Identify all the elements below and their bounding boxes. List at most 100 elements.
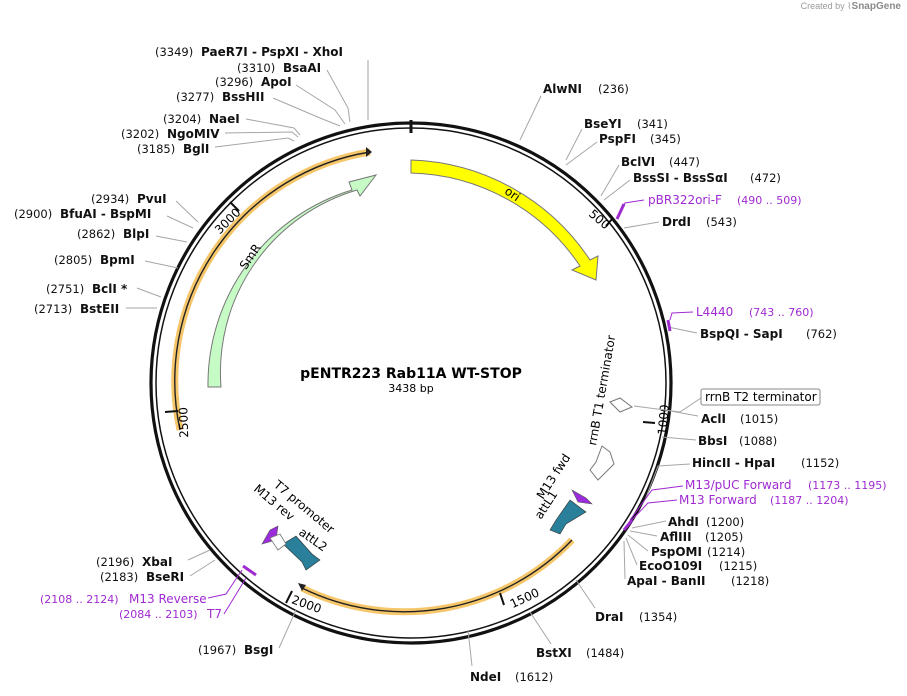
svg-text:(3204): (3204) [163, 112, 201, 126]
svg-text:(1214): (1214) [707, 545, 745, 559]
svg-text:(2900): (2900) [14, 207, 52, 221]
site-left-paer7i[interactable]: (3349) PaeR7I - PspXI - XhoI [155, 45, 369, 120]
site-left-bfuai[interactable]: (2900) BfuAI - BspMI [14, 207, 194, 229]
svg-text:(3277): (3277) [176, 90, 214, 104]
site-right-drai[interactable]: DraI (1354) [575, 579, 677, 624]
svg-text:500: 500 [586, 207, 613, 232]
site-right-aflii[interactable]: AflIII (1205) [629, 530, 743, 544]
svg-text:(236): (236) [598, 82, 629, 96]
attl2-arrow [282, 535, 321, 571]
primer-m13-reverse[interactable]: (2108 .. 2124) M13 Reverse [40, 564, 257, 606]
primer-t7[interactable]: (2084 .. 2103) T7 [119, 577, 247, 621]
svg-text:(2934): (2934) [91, 192, 129, 206]
svg-text:AflIII: AflIII [660, 530, 692, 544]
site-right-bsssi[interactable]: BssSI - BssSαI (472) [603, 171, 781, 201]
site-right-bbsi[interactable]: BbsI (1088) [661, 434, 777, 448]
site-left-bgli[interactable]: (3185) BglI [137, 137, 295, 156]
svg-text:M13 Forward: M13 Forward [679, 493, 757, 507]
rrnb-t1-terminator-arrow [589, 445, 615, 481]
site-right-bspqi[interactable]: BspQI - SapI (762) [667, 326, 837, 341]
primer-pbr322ori-f[interactable]: pBR322ori-F (490 .. 509) [615, 193, 802, 220]
site-left-bsshii[interactable]: (3277) BssHII [176, 90, 341, 127]
site-left-bsteii[interactable]: (2713) BstEII [34, 302, 157, 316]
svg-text:(1173 .. 1195): (1173 .. 1195) [808, 479, 887, 492]
credit-brand: SnapGene [851, 1, 901, 12]
site-left-apoi[interactable]: (3296) ApoI [215, 75, 346, 125]
site-left-ngomiv[interactable]: (3202) NgoMIV [121, 127, 299, 141]
svg-text:(1215): (1215) [719, 559, 757, 573]
map-title: pENTR223 Rab11A WT-STOP [300, 366, 522, 382]
svg-text:ApoI: ApoI [261, 75, 292, 89]
site-left-bpmi[interactable]: (2805) BpmI [54, 253, 179, 269]
attl1-arrow [549, 499, 587, 535]
primer-m13-forward[interactable]: M13 Forward (1187 .. 1204) [622, 493, 849, 531]
site-right-acli[interactable]: AclI (1015) [664, 409, 778, 426]
site-right-ndei[interactable]: NdeI (1612) [467, 629, 553, 684]
site-right-hincii[interactable]: HincII - HpaI (1152) [644, 456, 839, 501]
svg-text:M13/pUC Forward: M13/pUC Forward [685, 478, 792, 492]
svg-text:BssHII: BssHII [222, 90, 264, 104]
site-left-blpi[interactable]: (2862) BlpI [77, 227, 188, 243]
orange-arc-bottom-arrow [298, 583, 306, 591]
site-right-pspomi[interactable]: PspOMI (1214) [627, 534, 745, 559]
site-left-xbai[interactable]: (2196) XbaI [96, 549, 211, 569]
svg-text:XbaI: XbaI [142, 555, 172, 569]
svg-text:BclVI: BclVI [621, 155, 655, 169]
svg-text:(2108 .. 2124): (2108 .. 2124) [40, 593, 119, 606]
svg-text:NdeI: NdeI [470, 670, 501, 684]
svg-text:(345): (345) [650, 132, 681, 146]
svg-text:AlwNI: AlwNI [543, 82, 582, 96]
svg-text:ApaI - BanII: ApaI - BanII [627, 574, 706, 588]
svg-text:(1484): (1484) [586, 646, 624, 660]
svg-text:BbsI: BbsI [698, 434, 727, 448]
site-right-pspfi[interactable]: PspFI (345) [565, 132, 681, 166]
site-left-naei[interactable]: (3204) NaeI [163, 112, 301, 136]
site-right-bclvi[interactable]: BclVI (447) [600, 155, 700, 197]
tick-1000: 1000 [642, 404, 672, 436]
svg-text:(1967): (1967) [198, 643, 236, 657]
svg-text:T7: T7 [206, 607, 222, 621]
svg-text:(1205): (1205) [705, 530, 743, 544]
ori-feature-arrow [410, 159, 599, 281]
svg-text:(447): (447) [669, 155, 700, 169]
site-left-bsgi[interactable]: (1967) BsgI [198, 609, 297, 657]
primer-m13-puc-forward[interactable]: M13/pUC Forward (1173 .. 1195) [629, 478, 887, 521]
site-right-bstxi[interactable]: BstXI (1484) [529, 611, 624, 660]
site-left-bseri[interactable]: (2183) BseRI [100, 559, 216, 584]
site-right-apai[interactable]: ApaI - BanII (1218) [623, 540, 769, 588]
orange-arc-smr-arrow [366, 147, 372, 157]
site-right-ecoo109i[interactable]: EcoO109I (1215) [625, 537, 757, 573]
svg-text:BsaAI: BsaAI [283, 61, 321, 75]
svg-text:(3349): (3349) [155, 45, 193, 59]
svg-text:(341): (341) [637, 117, 668, 131]
svg-text:L4440: L4440 [696, 305, 733, 319]
svg-text:2500: 2500 [176, 407, 191, 438]
svg-text:(1152): (1152) [801, 456, 839, 470]
svg-text:(1088): (1088) [739, 434, 777, 448]
site-right-alwni[interactable]: AlwNI (236) [519, 82, 629, 141]
svg-text:HincII - HpaI: HincII - HpaI [692, 456, 775, 470]
credit-prefix: Created by [800, 1, 845, 11]
svg-text:(2196): (2196) [96, 555, 134, 569]
site-left-bcli[interactable]: (2751) BclI * [46, 282, 162, 298]
svg-text:NgoMIV: NgoMIV [167, 127, 220, 141]
svg-text:BstXI: BstXI [536, 646, 572, 660]
svg-text:pBR322ori-F: pBR322ori-F [648, 193, 722, 207]
site-right-ahdi[interactable]: AhdI (1200) [631, 515, 744, 529]
site-right-drdi[interactable]: DrdI (543) [623, 215, 737, 229]
rrnb-t2-terminator-box[interactable]: rrnB T2 terminator [633, 388, 821, 413]
svg-text:(743 .. 760): (743 .. 760) [749, 306, 814, 319]
rrnb-t2-terminator-arrow [609, 397, 633, 413]
t7-promoter-arrow [269, 533, 287, 551]
site-left-pvui[interactable]: (2934) PvuI [91, 192, 199, 223]
primer-l4440[interactable]: L4440 (743 .. 760) [666, 305, 814, 332]
svg-text:DraI: DraI [595, 610, 623, 624]
tick-2500: 2500 [164, 407, 191, 438]
svg-text:AclI: AclI [701, 412, 726, 426]
svg-text:1000: 1000 [655, 404, 672, 436]
svg-text:(543): (543) [706, 215, 737, 229]
svg-text:(762): (762) [806, 327, 837, 341]
site-left-bsaai[interactable]: (3310) BsaAI [237, 61, 351, 123]
site-right-bseyi[interactable]: BseYI (341) [565, 117, 668, 161]
